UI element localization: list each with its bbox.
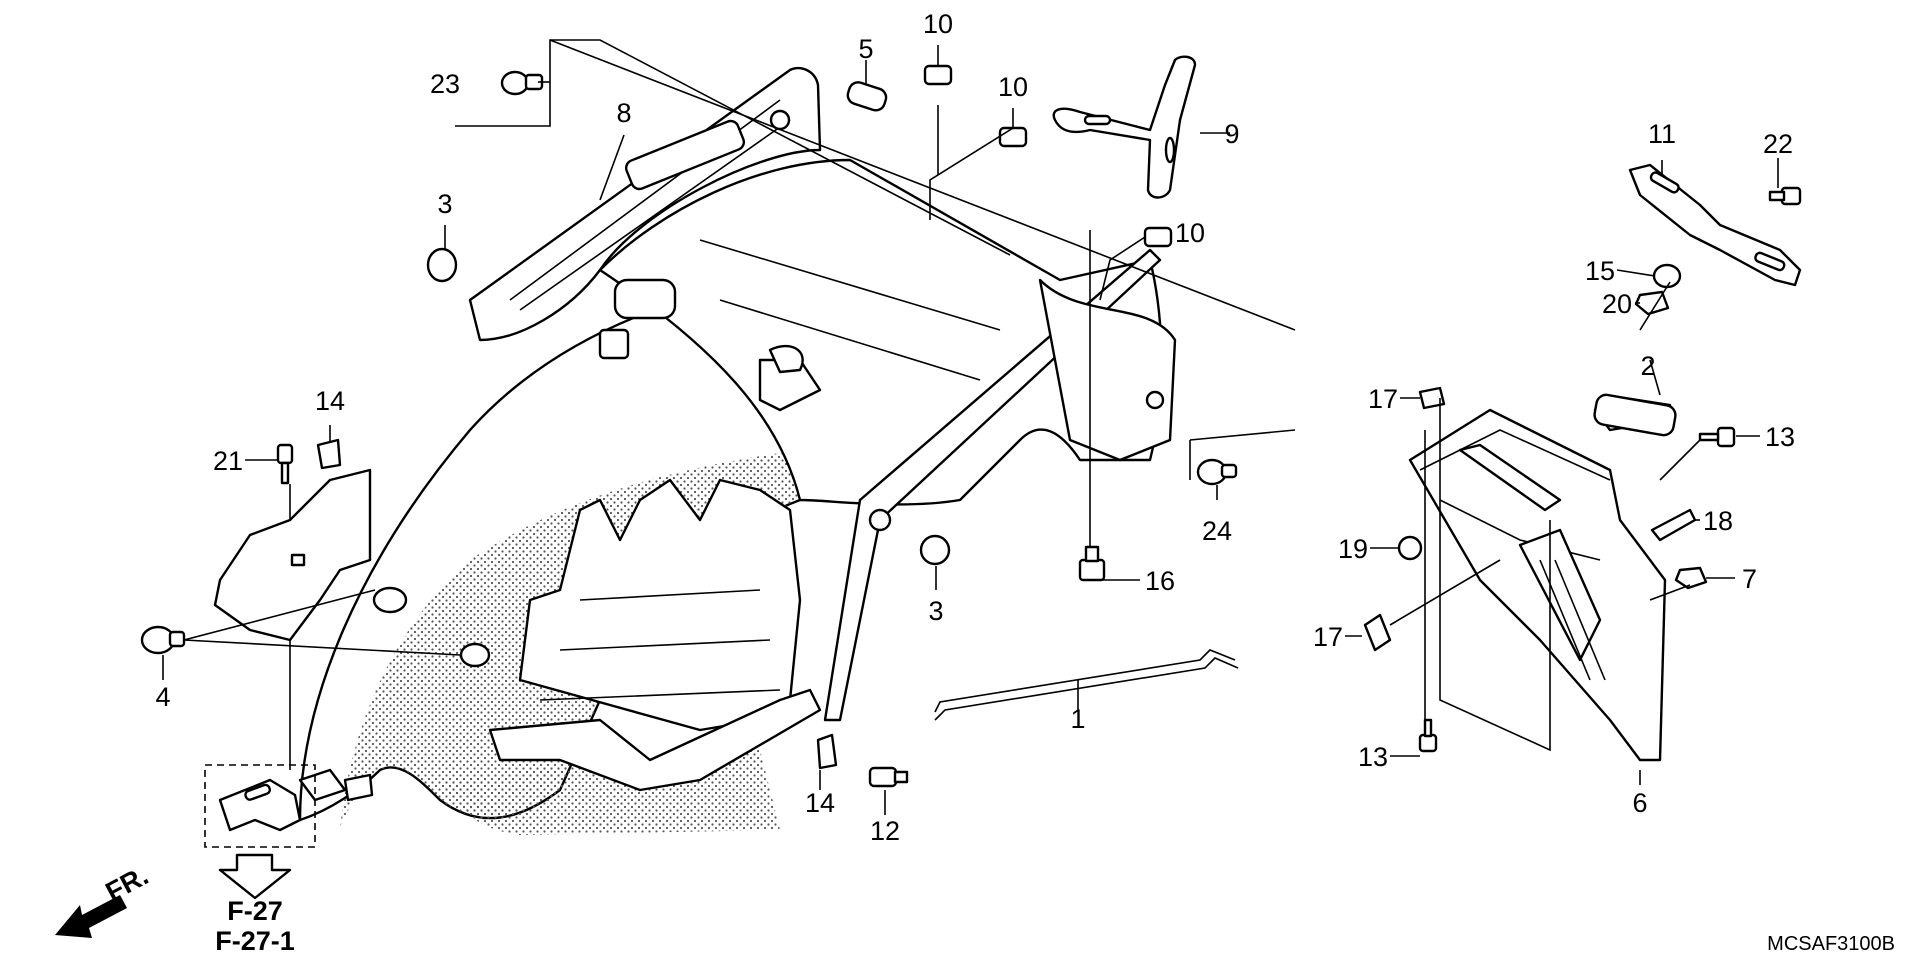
part-13-screw-b (1418, 718, 1438, 753)
part-4-grommet (140, 625, 186, 655)
callout-4: 4 (155, 682, 170, 712)
callout-21: 21 (213, 446, 243, 476)
front-label: FR. (101, 860, 153, 907)
rail-slot (624, 119, 746, 191)
callout-19: 19 (1338, 534, 1368, 564)
diagram-code: MCSAF3100B (1767, 933, 1895, 955)
fender-inner-body (598, 158, 1163, 506)
part-23-bolt (500, 70, 544, 96)
part-15-washer (1652, 263, 1682, 289)
callout-5: 5 (858, 34, 873, 64)
part-19-washer (1397, 535, 1423, 561)
fender-mount-bracket (488, 688, 822, 792)
rear-fender-assembly (298, 66, 1177, 835)
callout-3a: 3 (437, 189, 452, 219)
callout-16: 16 (1145, 566, 1175, 596)
part-21-bolt (276, 443, 294, 485)
part-12-bolt (868, 766, 909, 788)
part-10-clip-c (1143, 226, 1173, 248)
callout-18: 18 (1703, 506, 1733, 536)
callout-6: 6 (1632, 788, 1647, 818)
cross-ref-arrow (218, 853, 292, 900)
subpart-bracket (218, 778, 302, 832)
cross-ref-f27-1[interactable]: F-27-1 (215, 926, 295, 956)
callout-22: 22 (1763, 129, 1793, 159)
callout-13a: 13 (1765, 422, 1795, 452)
callout-23: 23 (430, 69, 460, 99)
part-5-grommet (846, 81, 888, 112)
part-18-clip (1650, 508, 1697, 542)
callout-24: 24 (1202, 516, 1232, 546)
part-10-clip-a (923, 64, 953, 86)
part-1-rod (934, 649, 1236, 713)
part-14-nut-b (816, 733, 838, 770)
part-3-grommet-a (426, 247, 458, 283)
leader-lines (162, 39, 1779, 815)
part-10-clip-b (998, 126, 1028, 148)
callout-17b: 17 (1313, 622, 1343, 652)
part-7-nut (1674, 566, 1708, 590)
callout-1: 1 (1070, 704, 1085, 734)
part-13-screw-a (1698, 426, 1736, 448)
callout-9: 9 (1224, 119, 1239, 149)
cross-ref-f27[interactable]: F-27 (227, 896, 283, 926)
callout-10b: 10 (998, 72, 1028, 102)
callout-17a: 17 (1368, 384, 1398, 414)
callout-12: 12 (870, 816, 900, 846)
callout-11: 11 (1648, 119, 1676, 149)
callout-2: 2 (1640, 351, 1655, 381)
part-3-grommet-b (919, 534, 951, 566)
callouts: 23 8 5 10 10 9 10 3 11 22 15 20 14 21 2 … (155, 9, 1795, 846)
part-6-license-bracket (1408, 408, 1667, 762)
part-9-bracket (1052, 55, 1197, 199)
callout-8: 8 (616, 98, 631, 128)
callout-10a: 10 (923, 9, 953, 39)
callout-13b: 13 (1358, 742, 1388, 772)
part-24-clip (1196, 458, 1238, 486)
part-17-nut-a (1418, 386, 1446, 410)
callout-14a: 14 (315, 386, 345, 416)
callout-3b: 3 (928, 596, 943, 626)
part-17-nut-b (1363, 613, 1392, 652)
callout-10c: 10 (1175, 218, 1205, 248)
front-direction-arrow (55, 895, 127, 938)
part-14-nut-a (316, 438, 342, 470)
subpart-box (204, 764, 316, 848)
callout-7: 7 (1742, 564, 1757, 594)
callout-14b: 14 (805, 788, 835, 818)
part-16-bolt (1078, 545, 1106, 582)
callout-15: 15 (1585, 256, 1615, 286)
part-22-bolt (1768, 186, 1802, 206)
callout-20: 20 (1602, 289, 1632, 319)
